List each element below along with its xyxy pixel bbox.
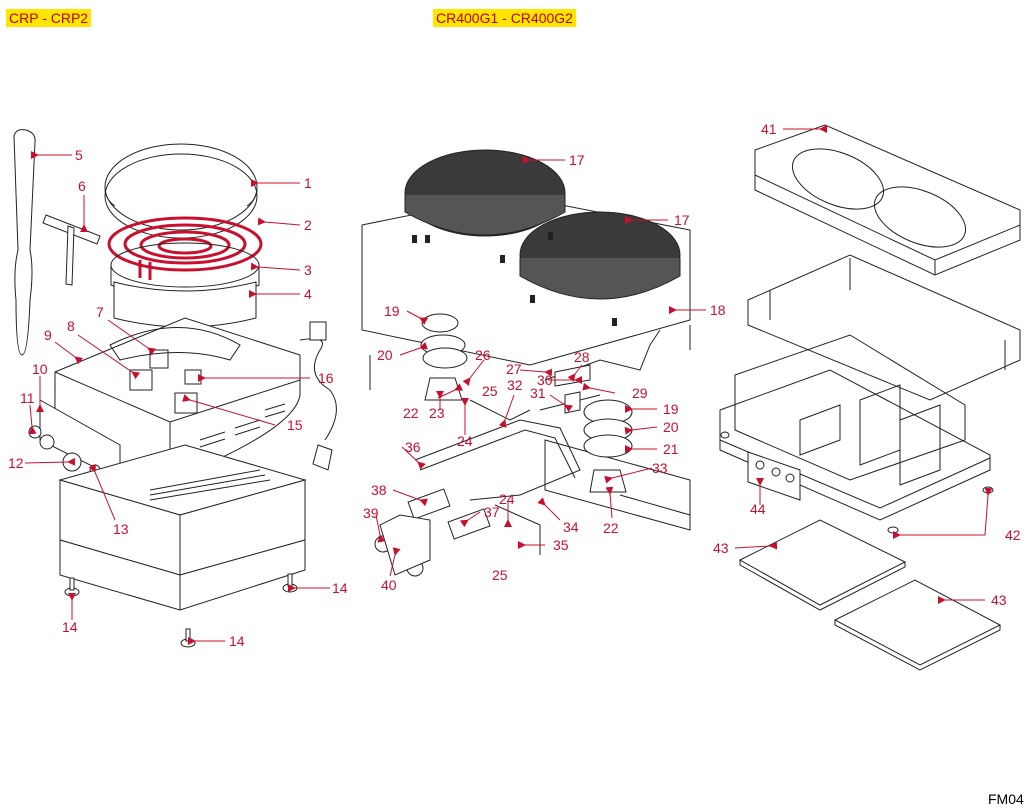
callout-label: 25 <box>492 567 508 583</box>
element-housing-part <box>113 281 257 328</box>
callout-label: 17 <box>674 212 690 228</box>
frame-assembly <box>719 124 1021 671</box>
callout-label: 29 <box>632 385 648 401</box>
knob-part <box>28 425 42 439</box>
callout-label: 18 <box>710 302 726 318</box>
callout-label: 31 <box>530 385 546 401</box>
callout-label: 2 <box>304 217 312 233</box>
callout-label: 3 <box>304 262 312 278</box>
callout-label: 28 <box>574 349 590 365</box>
callout-label: 36 <box>405 439 421 455</box>
crepe-plate-part <box>104 143 258 231</box>
callout-label: 20 <box>663 419 679 435</box>
callout-label: 37 <box>484 504 500 520</box>
callout-label: 44 <box>750 501 766 517</box>
crp-assembly <box>13 129 337 648</box>
callout-label: 14 <box>229 633 245 649</box>
callout-label: 26 <box>475 347 491 363</box>
callout-label: 10 <box>32 361 48 377</box>
callout-label: 30 <box>537 372 553 388</box>
callout-label: 9 <box>44 327 52 343</box>
callout-label: 17 <box>569 152 585 168</box>
callout-label: 14 <box>332 580 348 596</box>
burner-ring-part <box>421 313 459 333</box>
callout-label: 11 <box>20 390 35 406</box>
cr400g-assembly <box>361 149 691 577</box>
callout-label: 38 <box>371 482 387 498</box>
callout-label: 8 <box>67 318 75 334</box>
drip-tray-part <box>833 579 1002 666</box>
callout-label: 35 <box>553 537 569 553</box>
callout-label: 22 <box>403 405 419 421</box>
callout-label: 33 <box>652 460 668 476</box>
drip-tray-part <box>738 519 907 606</box>
heating-element-part <box>107 216 263 280</box>
batter-spreader-part <box>13 129 36 356</box>
section-title-cr400g: CR400G1 - CR400G2 <box>433 9 576 27</box>
page-reference: FM04 <box>988 791 1024 807</box>
callout-label: 13 <box>113 521 129 537</box>
callout-label: 25 <box>482 383 498 399</box>
callout-label: 32 <box>507 377 523 393</box>
gas-valve-part <box>374 488 491 577</box>
top-cover-part <box>754 124 1021 276</box>
section-title-crp: CRP - CRP2 <box>6 9 92 27</box>
callout-label: 6 <box>78 178 86 194</box>
callout-label: 21 <box>663 441 679 457</box>
callout-label: 15 <box>287 417 303 433</box>
callout-label: 27 <box>506 361 522 377</box>
callout-label: 43 <box>713 540 729 556</box>
callout-label: 40 <box>381 577 397 593</box>
callout-label: 12 <box>8 455 24 471</box>
callout-label: 24 <box>499 491 515 507</box>
callout-label: 34 <box>563 519 579 535</box>
callout-label: 19 <box>384 303 400 319</box>
callout-label: 7 <box>96 304 104 320</box>
callout-numbers: 1 2 3 4 5 6 7 8 9 10 11 12 13 14 14 14 1… <box>8 121 1024 807</box>
callout-label: 5 <box>75 147 83 163</box>
callout-label: 22 <box>603 520 619 536</box>
callout-label: 39 <box>363 505 379 521</box>
callout-label: 14 <box>62 619 78 635</box>
callout-leaders <box>24 125 993 645</box>
callout-label: 42 <box>1005 527 1021 543</box>
callout-label: 41 <box>761 121 777 137</box>
callout-label: 1 <box>304 175 312 191</box>
callout-label: 16 <box>318 370 334 386</box>
frame-part <box>747 254 1021 401</box>
callout-label: 20 <box>377 347 393 363</box>
callout-label: 4 <box>304 286 312 302</box>
callout-label: 23 <box>429 405 445 421</box>
callout-label: 43 <box>991 592 1007 608</box>
callout-label: 19 <box>663 401 679 417</box>
callout-label: 24 <box>457 433 473 449</box>
